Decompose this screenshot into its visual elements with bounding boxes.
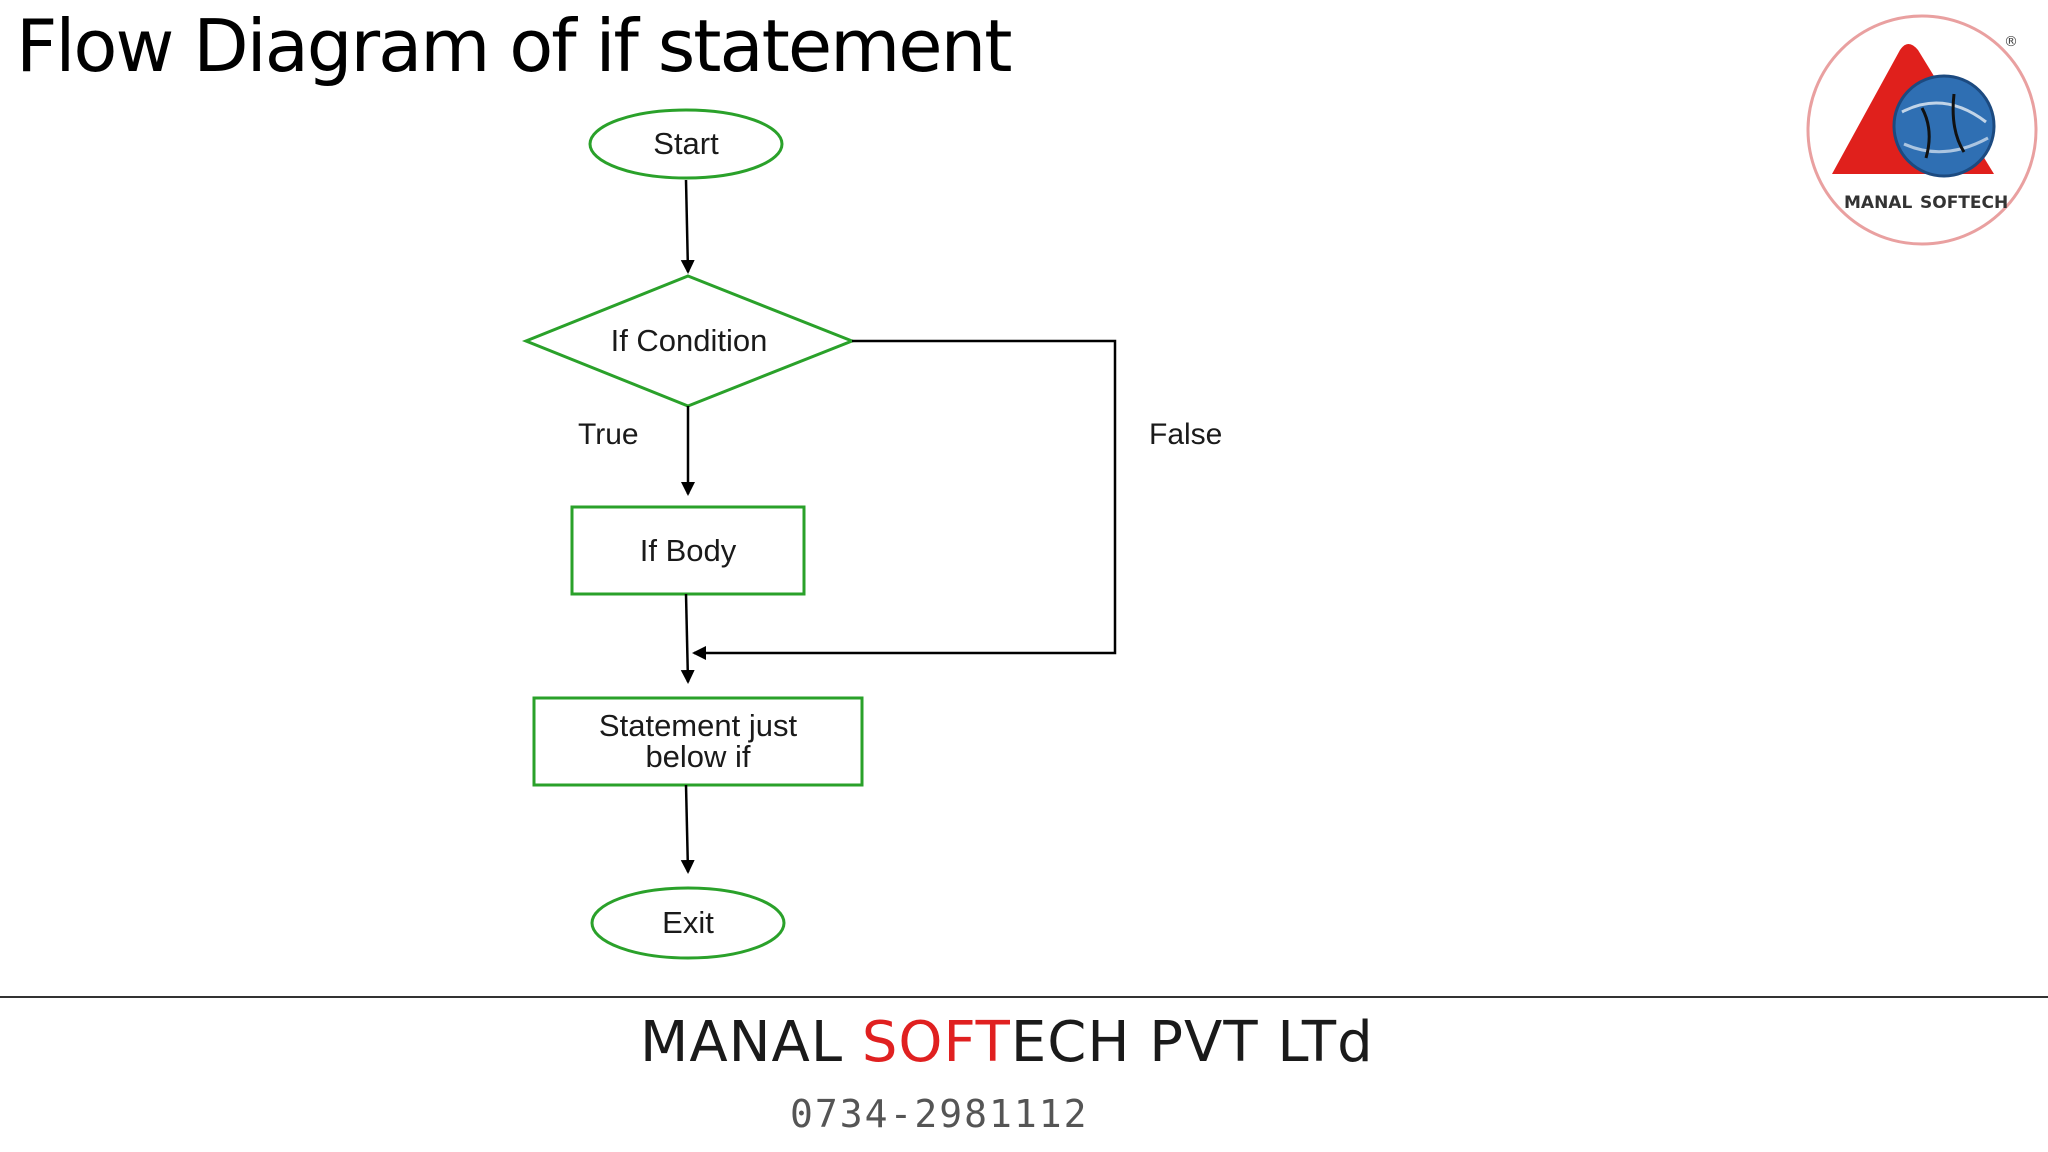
start-label: Start [653, 126, 719, 161]
page-title: Flow Diagram of if statement [16, 4, 1012, 88]
edge-body-to-next [680, 593, 695, 684]
next-statement-node [532, 696, 864, 787]
edge-next-to-exit [680, 784, 695, 874]
flowchart [521, 108, 1117, 960]
company-name-part2: ECH PVT LTd [1010, 1010, 1374, 1075]
condition-label: If Condition [610, 323, 768, 358]
footer-company-name: MANAL SOFTECH PVT LTd [640, 1010, 1373, 1080]
start-node [588, 108, 784, 180]
footer-phone: 0734-2981112 [790, 1092, 1089, 1136]
globe-icon [1892, 74, 1996, 178]
next-statement-label-line1: Statement just [598, 708, 798, 743]
body-node [570, 505, 806, 596]
exit-label: Exit [662, 905, 714, 940]
registered-mark: ® [2004, 34, 2018, 50]
false-label: False [1149, 418, 1223, 451]
next-statement-label-line2: below if [645, 739, 751, 774]
true-label: True [578, 418, 639, 451]
logo-text-right: SOFTECH [1920, 193, 2008, 213]
company-logo: ® MANAL SOFTECH [1806, 14, 2038, 246]
exit-node [590, 886, 786, 960]
body-label: If Body [639, 533, 737, 568]
company-name-part1: MANAL [640, 1010, 862, 1075]
footer-divider [0, 996, 2048, 998]
logo-text-left: MANAL [1844, 193, 1912, 213]
company-name-accent: SOFT [861, 1010, 1011, 1075]
edge-start-to-condition [680, 179, 695, 274]
edge-false [692, 339, 1117, 660]
